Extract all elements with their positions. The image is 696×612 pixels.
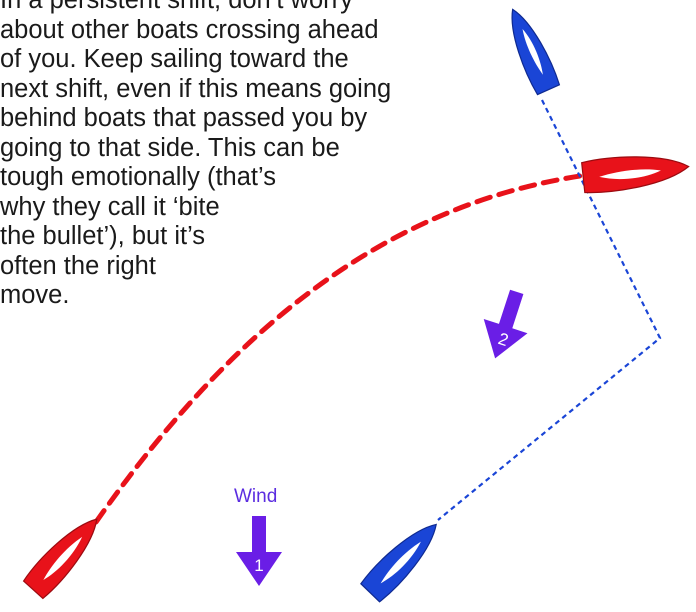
paragraph-line: next shift, even if this means going [0, 74, 392, 103]
wind-arrow-1: 1 [236, 516, 282, 586]
blue-boat-track [437, 99, 662, 521]
paragraph-line: behind boats that passed you by [0, 104, 368, 132]
paragraph-line: about other boats crossing ahead [0, 15, 379, 44]
paragraph-line: move. [0, 281, 70, 309]
paragraph-line: the bullet’), but it’s [0, 222, 206, 250]
blue-boat-bottom [360, 523, 437, 603]
paragraph-line: tough emotionally (that’s [0, 163, 276, 191]
paragraph-line: In a persistent shift, don’t worry [0, 0, 353, 14]
wind-arrow-2: 2 [483, 289, 528, 359]
blue-boat-top [511, 8, 561, 96]
paragraph-line: of you. Keep sailing toward the [0, 45, 349, 73]
wind-label: Wind [234, 486, 278, 507]
paragraph-line: often the right [0, 251, 156, 280]
red-boat-right [581, 156, 690, 194]
explanation-paragraph: In a persistent shift, don’t worry about… [0, 0, 480, 311]
paragraph-line: going to that side. This can be [0, 133, 340, 162]
red-boat-bottom [22, 518, 98, 600]
paragraph-line: why they call it ‘bite [0, 192, 220, 221]
wind-arrow-1-number: 1 [254, 556, 263, 575]
red-boat-track [93, 173, 583, 525]
